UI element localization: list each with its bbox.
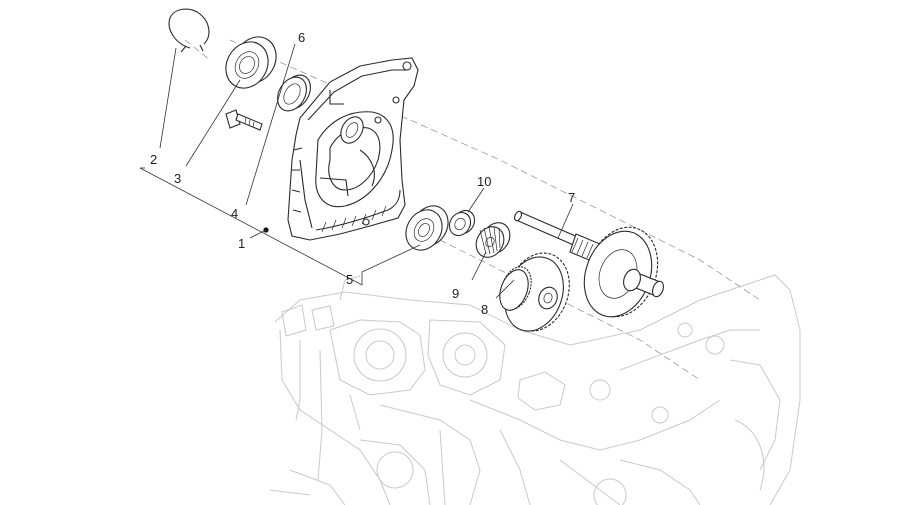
bearing-icon — [225, 36, 277, 89]
engine-casing-background — [269, 274, 801, 505]
washer-icon — [448, 209, 476, 237]
part-label-5: 5 — [346, 272, 353, 287]
part-label-9: 9 — [452, 286, 459, 301]
intermediate-gear-icon — [499, 252, 570, 332]
assembly-axes — [184, 39, 761, 381]
gearbox-cover-icon — [263, 57, 419, 241]
part-label-3: 3 — [174, 171, 181, 186]
part-label-10: 10 — [477, 174, 491, 189]
part-label-4: 4 — [231, 206, 238, 221]
drive-shaft-gear-icon — [514, 210, 664, 318]
part-label-6: 6 — [298, 30, 305, 45]
part-number-labels: 6 2 3 4 1 5 10 7 9 8 — [150, 30, 575, 317]
part-label-2: 2 — [150, 152, 157, 167]
leader-lines — [139, 43, 574, 299]
circlip-icon — [168, 8, 210, 53]
pinion-gear-icon — [475, 222, 511, 258]
part-label-8: 8 — [481, 302, 488, 317]
oil-seal-icon — [277, 74, 311, 112]
bolt-icon — [225, 109, 263, 131]
part-label-1: 1 — [238, 236, 245, 251]
part-label-7: 7 — [568, 190, 575, 205]
bearing-icon — [405, 205, 449, 251]
